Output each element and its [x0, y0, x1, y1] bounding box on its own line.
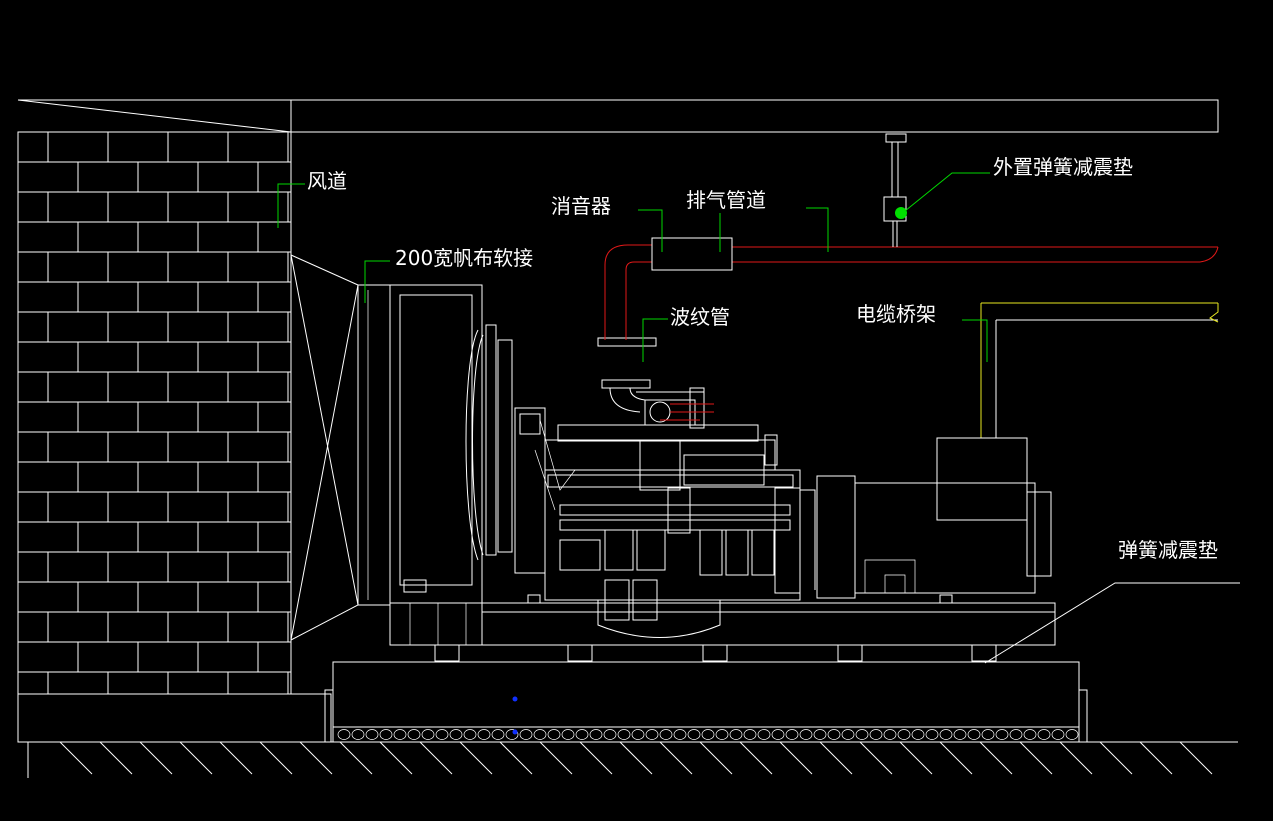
- muffler: [651, 237, 733, 271]
- bellows-label: 波纹管: [670, 305, 730, 329]
- cooling-fan: [465, 324, 513, 561]
- ceiling-slab: [17, 99, 1219, 133]
- turbocharger: [636, 387, 714, 429]
- cable-tray: [980, 302, 1219, 438]
- spring-pad-leader: [984, 582, 1240, 664]
- muffler-label: 消音器: [551, 194, 611, 218]
- radiator: [389, 284, 483, 646]
- bellows-pipe: [597, 337, 657, 413]
- diesel-engine: [514, 407, 816, 638]
- spring-pad-marker-icon: [895, 207, 907, 219]
- pipe-hanger: [883, 133, 907, 247]
- canvas-soft-joint: [290, 254, 391, 641]
- external-spring-pad-label: 外置弹簧减震垫: [993, 155, 1133, 179]
- ground-hatching: [27, 741, 1238, 778]
- leader-lines: [277, 172, 990, 362]
- cable-tray-label: 电缆桥架: [856, 302, 936, 326]
- exhaust-pipe-label: 排气管道: [686, 188, 766, 212]
- concrete-foundation: [324, 661, 1088, 743]
- canvas-joint-label: 200宽帆布软接: [395, 246, 534, 270]
- left-floor-slab: [17, 693, 332, 743]
- spring-pad-label: 弹簧减震垫: [1118, 538, 1218, 562]
- brick-wall: [17, 131, 292, 695]
- exhaust-pipe: [604, 244, 1219, 340]
- air-duct-label: 风道: [307, 169, 347, 193]
- base-frame: [389, 594, 1056, 662]
- alternator: [816, 437, 1052, 599]
